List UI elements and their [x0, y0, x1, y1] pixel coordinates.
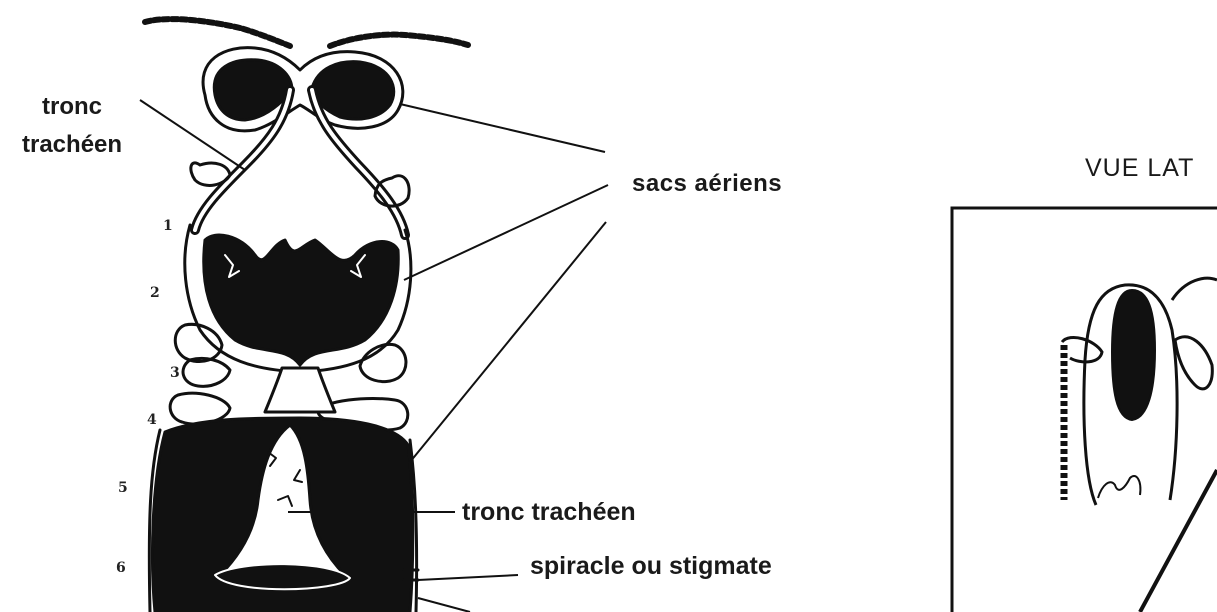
pointer-sacs-3 [410, 222, 606, 462]
pointer-sacs-2 [404, 185, 608, 280]
segment-number-2: 2 [150, 285, 162, 301]
pointer-bottom [418, 598, 470, 612]
antenna-right [330, 35, 468, 46]
label-tronc-left-line2: trachéen [22, 126, 122, 164]
segment-number-5: 5 [118, 480, 130, 496]
lateral-thorax [1172, 278, 1217, 389]
head-air-sac-right [312, 62, 394, 119]
pointer-sacs-1 [400, 104, 605, 152]
lateral-eye [1112, 290, 1155, 420]
lateral-mouthparts [1098, 476, 1140, 498]
leg-stub-left-1 [191, 163, 230, 186]
label-spiracle: spiracle ou stigmate [530, 552, 772, 581]
antenna-left [145, 19, 290, 46]
label-tronc-left-line1: tronc [22, 88, 122, 126]
leg-stub-right-2 [360, 344, 406, 381]
segment-number-3: 3 [170, 365, 182, 381]
thorax-central-spine [265, 368, 335, 412]
thoracic-air-sacs [204, 235, 398, 365]
segment-number-1: 1 [163, 218, 175, 234]
lateral-view-panel [952, 208, 1217, 612]
label-vue-laterale: VUE LAT [1085, 154, 1194, 183]
lateral-antenna-base [1062, 337, 1102, 361]
label-sacs-aeriens: sacs aériens [632, 170, 782, 198]
pointer-spiracle [418, 575, 518, 580]
segment-number-6: 6 [116, 560, 128, 576]
segment-number-4: 4 [147, 412, 159, 428]
leg-stub-left-4 [183, 358, 230, 386]
label-tronc-tracheen-left: tronc trachéen [22, 88, 122, 164]
lateral-pointer [1140, 470, 1217, 612]
label-tronc-tracheen-right: tronc trachéen [462, 498, 636, 527]
